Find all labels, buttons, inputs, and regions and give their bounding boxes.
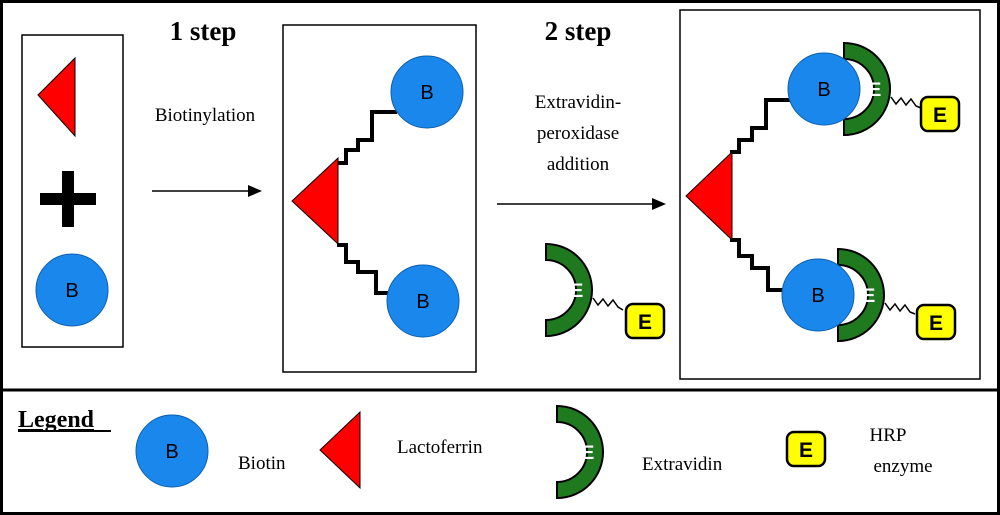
hrp-enzyme-icon: E	[919, 95, 961, 133]
biotin-letter: B	[165, 441, 178, 463]
extravidin-icon: E	[837, 248, 885, 342]
complex-box: E B E E B E	[679, 9, 981, 380]
extravidin-label-3: addition	[547, 154, 610, 175]
extravidin-label-2: peroxidase	[537, 123, 619, 144]
legend-lactoferrin-label: Lactoferrin	[397, 437, 483, 458]
legend-extravidin-label: Extravidin	[642, 454, 723, 475]
biotin-icon: B	[386, 264, 460, 338]
extravidin-addition-arrow: Extravidin- peroxidase addition	[497, 92, 666, 210]
biotin-letter: B	[65, 280, 78, 302]
enzyme-letter: E	[933, 104, 947, 127]
enzyme-letter: E	[799, 439, 813, 462]
biotin-letter: B	[420, 82, 433, 104]
biotin-letter: B	[817, 79, 830, 101]
legend-hrp-label-1: HRP	[870, 425, 907, 446]
biotin-icon: B	[781, 258, 855, 332]
biotinylated-box: B B	[282, 24, 477, 373]
legend: Legend B Biotin Lactoferrin E Extravidin…	[18, 405, 933, 499]
extravidin-peroxidase-free: E E	[545, 243, 666, 340]
lactoferrin-icon	[685, 150, 733, 242]
biotin-letter: B	[416, 291, 429, 313]
hrp-enzyme-icon: E	[915, 303, 957, 341]
extravidin-letter: E	[869, 80, 882, 101]
extravidin-letter: E	[863, 286, 876, 307]
reactants-box: B	[21, 34, 124, 348]
enzyme-letter: E	[929, 312, 943, 335]
biotinylation-label: Biotinylation	[155, 105, 256, 126]
legend-lactoferrin-icon	[319, 410, 361, 490]
extravidin-icon: E	[843, 42, 891, 136]
biotin-icon: B	[787, 52, 861, 126]
legend-hrp-icon: E	[785, 430, 827, 468]
legend-biotin-icon: B	[135, 414, 209, 488]
extravidin-letter: E	[571, 281, 584, 302]
lactoferrin-icon	[37, 56, 76, 138]
plus-icon	[40, 171, 96, 227]
enzyme-letter: E	[638, 311, 652, 334]
legend-extravidin-icon: E	[556, 405, 604, 499]
biotin-letter: B	[811, 285, 824, 307]
step1-title: 1 step	[170, 16, 237, 46]
hrp-enzyme-icon: E	[624, 302, 666, 340]
legend-biotin-label: Biotin	[238, 453, 286, 474]
legend-title: Legend	[18, 407, 95, 433]
extravidin-letter: E	[582, 443, 595, 464]
lactoferrin-icon	[291, 156, 339, 246]
biotin-icon: B	[390, 55, 464, 129]
extravidin-icon: E	[545, 243, 593, 337]
legend-hrp-label-2: enzyme	[873, 456, 932, 477]
step2-title: 2 step	[545, 16, 612, 46]
biotinylation-arrow: Biotinylation	[152, 105, 262, 197]
biotin-icon: B	[35, 253, 109, 327]
extravidin-label-1: Extravidin-	[535, 92, 622, 113]
